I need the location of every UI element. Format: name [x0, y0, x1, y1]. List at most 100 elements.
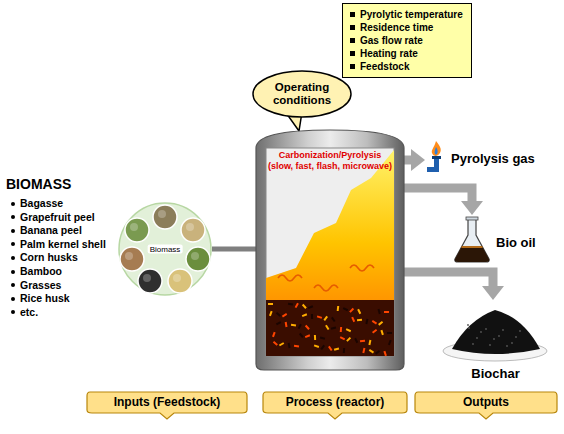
ember	[387, 332, 392, 334]
ember	[380, 330, 383, 335]
brace-text: Process (reactor)	[262, 395, 408, 409]
powder-speck	[485, 328, 487, 330]
ember	[305, 325, 310, 330]
powder-speck	[511, 342, 513, 344]
reactor-node: Carbonization/Pyrolysis (slow, fast, fla…	[256, 128, 404, 370]
output-arrow	[404, 272, 504, 300]
bullet-square	[350, 64, 355, 69]
biomass-photo	[120, 247, 144, 271]
ember	[343, 348, 345, 353]
heat-zone	[266, 150, 394, 356]
bullet-dot	[11, 229, 15, 233]
powder-speck	[498, 335, 500, 337]
flask-rim	[466, 217, 478, 220]
powder-speck	[515, 336, 517, 338]
list-item: Bamboo	[20, 265, 62, 277]
list-heading: BIOMASS	[6, 176, 71, 192]
bullet-dot	[11, 270, 15, 274]
powder-speck	[476, 337, 478, 339]
condition-row: Heating rate	[350, 47, 463, 60]
ember	[337, 306, 340, 311]
ember	[285, 322, 288, 327]
photo-highlight	[173, 274, 181, 282]
flame-core	[435, 147, 438, 155]
ember	[273, 341, 278, 346]
ember	[331, 317, 336, 322]
bullet-dot	[11, 297, 15, 301]
powder-speck	[468, 327, 470, 329]
ember	[269, 311, 273, 316]
ember	[308, 305, 313, 309]
liquid-surface	[462, 246, 483, 248]
heat-wave	[350, 265, 374, 271]
ember	[314, 344, 319, 347]
ember	[323, 316, 328, 321]
burning-bed	[266, 300, 394, 356]
output-label: Bio oil	[496, 235, 536, 250]
brace-text: Outputs	[414, 395, 558, 409]
arrowhead	[482, 286, 504, 300]
ember	[375, 350, 380, 355]
powder-speck	[506, 345, 508, 347]
ember	[282, 313, 287, 317]
list-item: Grasses	[20, 279, 61, 291]
list-item: Grapefruit peel	[20, 211, 95, 223]
powder-speck	[472, 343, 474, 345]
ember	[378, 321, 383, 326]
biomass-photo	[186, 247, 210, 271]
ember	[340, 336, 345, 340]
photo-highlight	[158, 210, 166, 218]
heat-wave	[278, 275, 302, 281]
output-item: Bio oil	[440, 215, 552, 265]
condition-row: Pyrolytic temperature	[350, 8, 463, 21]
list-item: etc.	[20, 306, 38, 318]
photo-highlight	[191, 252, 199, 260]
list-item: Bagasse	[20, 197, 63, 209]
bullet-dot	[11, 310, 15, 314]
condition-item: Pyrolytic temperature	[360, 8, 463, 21]
ember	[357, 319, 362, 322]
ember	[362, 348, 365, 353]
brace-banner-shape	[87, 392, 247, 419]
ember	[317, 315, 322, 318]
brace-text: Inputs (Feedstock)	[86, 395, 248, 409]
output-label: Pyrolysis gas	[451, 151, 535, 166]
feed-line	[212, 249, 256, 250]
ember	[365, 319, 368, 324]
ember	[334, 348, 339, 351]
ember	[305, 334, 310, 338]
brace-label: Inputs (Feedstock)	[86, 390, 248, 420]
connector-line	[404, 272, 493, 287]
ember	[360, 340, 365, 343]
flask-glass	[455, 219, 489, 262]
photo-highlight	[130, 223, 138, 231]
photo-highlight	[125, 252, 133, 260]
ember	[288, 303, 293, 306]
ember	[383, 351, 387, 356]
speech-bubble-node: Operating conditions	[252, 70, 352, 118]
biomass-photo	[168, 269, 192, 293]
powder-speck	[467, 324, 469, 326]
gas-pipe	[427, 167, 439, 172]
powder-speck	[519, 330, 521, 332]
bio-oil-liquid	[455, 247, 489, 262]
ember	[314, 335, 316, 340]
gas-flame-icon	[425, 140, 447, 180]
ember	[279, 342, 284, 346]
flask-icon	[452, 217, 492, 263]
process-title: Carbonization/Pyrolysis (slow, fast, fla…	[266, 150, 394, 172]
ember	[291, 324, 296, 327]
ember	[331, 327, 336, 330]
ember	[346, 328, 351, 332]
ember	[377, 309, 380, 314]
reactor-chamber	[266, 148, 394, 356]
bullet-dot	[11, 242, 15, 246]
output-arrow	[404, 188, 483, 215]
ember	[328, 346, 332, 351]
photo-highlight	[186, 223, 194, 231]
list-item: Rice husk	[20, 292, 70, 304]
arrowhead	[461, 201, 483, 215]
condition-item: Feedstock	[360, 60, 409, 73]
bullet-square	[350, 25, 355, 30]
